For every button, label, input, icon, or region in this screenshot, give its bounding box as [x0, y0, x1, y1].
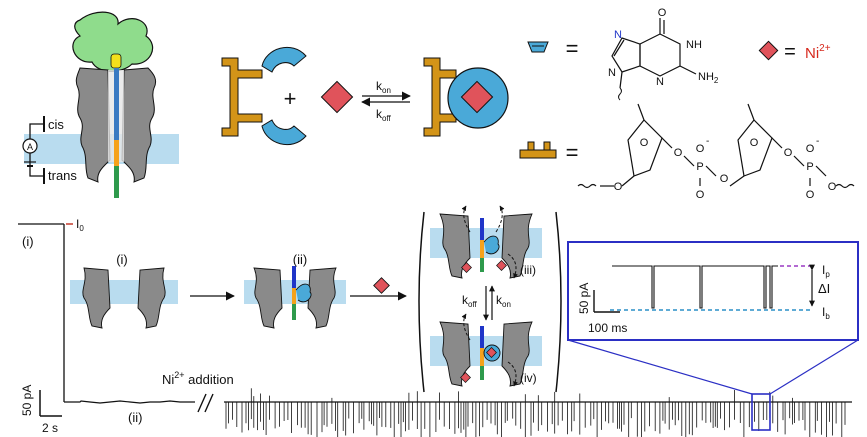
backbone-o1: O	[614, 181, 623, 193]
strand-orange-segment	[114, 140, 119, 166]
pore-right-half	[121, 67, 157, 183]
inset-trace	[612, 265, 778, 309]
schematic-kon-label: kon	[496, 293, 511, 309]
schematic-label-iii: (iii)	[520, 263, 536, 277]
schematic-label-iv: (iv)	[520, 371, 537, 385]
ni-diamond-bound	[460, 80, 494, 114]
i0-label: I0	[76, 217, 84, 233]
guanine-nh-ring: NH	[686, 39, 702, 51]
trace-state-i: (i)	[22, 234, 34, 249]
legend: = O N NH N N NH2 = Ni2+ =	[519, 7, 855, 201]
inset-delta-label: ΔI	[818, 281, 830, 296]
backbone-minus-2: -	[816, 136, 819, 147]
guanine-pocket-lower	[261, 119, 307, 146]
schematic-strand-pore: (ii)	[244, 252, 346, 329]
backbone-o6: O	[784, 147, 793, 159]
bracket-left	[418, 211, 425, 393]
strand-green-segment	[114, 166, 119, 198]
pore-left-half	[75, 67, 111, 183]
ammeter-icon	[22, 138, 38, 154]
schematic-state-iii: (iii)	[430, 205, 542, 279]
backbone-o9: O	[828, 181, 837, 193]
trace-blocked-segment	[64, 400, 195, 404]
legend-equals-ni: =	[784, 41, 796, 63]
sugar-phosphate-backbone	[577, 103, 855, 189]
inset-ip-label: Ip	[822, 263, 830, 279]
legend-backbone-icon	[519, 141, 557, 159]
pore-schematics: (i) (ii)	[70, 205, 562, 393]
legend-ni-label: Ni2+	[805, 43, 831, 62]
plus-sign: +	[284, 86, 297, 111]
legend-ni-diamond	[758, 40, 779, 61]
helper-protein-green	[72, 11, 154, 72]
backbone-o3: O	[696, 143, 705, 155]
backbone-p1: P	[696, 161, 703, 173]
backbone-o2: O	[674, 147, 683, 159]
inset-zoom-line-left	[567, 339, 753, 395]
backbone-ring-o2: O	[750, 137, 759, 149]
schematic-label-i: (i)	[116, 252, 128, 267]
nanopore-overview: A cis trans	[22, 11, 179, 198]
backbone-ring-o1: O	[640, 137, 649, 149]
axis-break-2	[204, 393, 214, 413]
trans-label: trans	[48, 168, 77, 183]
zoom-region	[751, 393, 771, 431]
binding-reaction: + kon koff	[221, 46, 509, 146]
cis-label: cis	[48, 117, 64, 132]
inset-zoom-line-right	[769, 339, 859, 395]
guanine-n3: N	[656, 76, 664, 88]
inset-ib-label: Ib	[822, 305, 830, 321]
backbone-minus-1: -	[706, 136, 709, 147]
inset-panel: Ip Ib ΔI 50 pA 100 ms	[567, 241, 859, 431]
trace-spikes	[225, 388, 846, 437]
ni-diamond-free	[320, 80, 354, 114]
trace-state-ii: (ii)	[128, 410, 142, 425]
legend-equals-guanine: =	[566, 36, 579, 61]
backbone-o4: O	[696, 189, 705, 201]
strand-capsule	[110, 53, 122, 69]
ni-addition-label: Ni2+ addition	[162, 370, 234, 387]
backbone-o7: O	[806, 143, 815, 155]
guanine-n7: N	[614, 29, 622, 41]
bracket-right	[555, 211, 562, 393]
legend-guanine-icon	[527, 41, 549, 53]
schematic-state-iv: (iv)	[430, 313, 542, 387]
guanine-nh2: NH2	[698, 71, 719, 85]
inset-scale-current-label: 50 pA	[577, 283, 591, 314]
guanine-pocket-upper	[261, 46, 307, 73]
axis-break-1	[197, 393, 207, 413]
backbone-bracket-left	[221, 57, 263, 137]
k-off-label: koff	[376, 107, 392, 123]
guanine-structure	[611, 18, 697, 89]
backbone-o5: O	[720, 173, 729, 185]
scale-current-label: 50 pA	[20, 385, 34, 416]
schematic-empty-pore: (i)	[70, 252, 178, 329]
legend-equals-backbone: =	[566, 140, 579, 165]
guanine-wavy-bond	[618, 87, 622, 101]
strand-blue-segment	[114, 68, 119, 140]
guanine-n9: N	[608, 67, 616, 79]
guanine-oxygen: O	[658, 7, 667, 19]
schematic-label-ii: (ii)	[293, 252, 307, 267]
inset-scale-time-label: 100 ms	[588, 321, 627, 335]
backbone-o8: O	[806, 189, 815, 201]
schematic-koff-label: koff	[462, 293, 478, 309]
ni-diamond-addition	[373, 277, 390, 294]
current-trace: I0 (i) (ii) Ni2+ addition 50 pA 2 s	[18, 217, 852, 437]
backbone-p2: P	[806, 161, 813, 173]
k-on-label: kon	[376, 79, 391, 95]
ammeter-label: A	[27, 142, 33, 152]
scale-time-label: 2 s	[42, 421, 58, 435]
backbone-bracket-right	[423, 57, 457, 137]
